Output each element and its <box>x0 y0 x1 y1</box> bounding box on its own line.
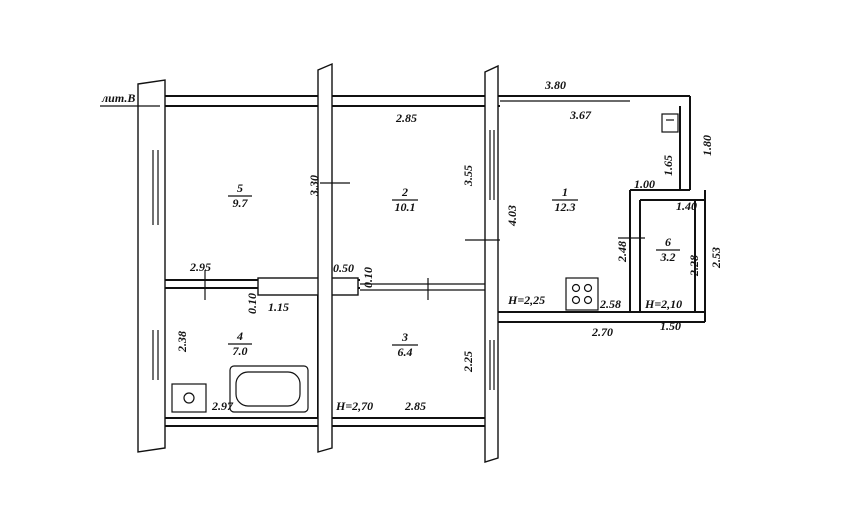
room-area: 10.1 <box>395 200 416 214</box>
dim-1-00: 1.00 <box>634 177 655 191</box>
dim-2-70: 2.70 <box>591 325 613 339</box>
sink <box>171 383 207 413</box>
dim-1-65: 1.65 <box>661 155 675 176</box>
room-number: 2 <box>401 185 408 199</box>
height-labels: H=2,25 H=2,10 H=2,70 <box>335 293 682 413</box>
dim-1-80: 1.80 <box>700 135 714 156</box>
dim-1-15: 1.15 <box>268 300 289 314</box>
dim-3-55: 3.55 <box>461 165 475 187</box>
dim-1-40: 1.40 <box>676 199 697 213</box>
dim-1-50: 1.50 <box>660 319 681 333</box>
room-1: 1 12.3 <box>552 185 578 214</box>
room-area: 7.0 <box>233 344 248 358</box>
dim-2-85-top: 2.85 <box>395 111 417 125</box>
dim-4-03: 4.03 <box>505 205 519 227</box>
dim-2-38: 2.38 <box>175 331 189 353</box>
height-2-10: H=2,10 <box>644 297 682 311</box>
height-2-70: H=2,70 <box>335 399 373 413</box>
room-2: 2 10.1 <box>392 185 418 214</box>
bathtub <box>229 365 309 413</box>
door-marks <box>204 182 645 300</box>
room-area: 6.4 <box>398 345 413 359</box>
room-number: 4 <box>236 329 243 343</box>
windows <box>152 130 495 390</box>
dim-3-67: 3.67 <box>569 108 592 122</box>
room-6: 6 3.2 <box>656 235 680 264</box>
dim-2-53: 2.53 <box>709 247 723 269</box>
stove <box>565 277 599 311</box>
dim-0-10-b: 0.10 <box>245 293 259 314</box>
room-number: 1 <box>562 185 568 199</box>
room-4: 4 7.0 <box>228 329 252 358</box>
dim-2-95: 2.95 <box>189 260 211 274</box>
room-number: 3 <box>401 330 408 344</box>
dim-2-58: 2.58 <box>599 297 621 311</box>
lit-label: лит.В <box>101 91 135 105</box>
dim-2-48: 2.48 <box>615 241 629 263</box>
room-area: 12.3 <box>555 200 576 214</box>
dimension-labels: 3.80 3.67 2.85 3.30 3.55 4.03 1.65 1.80 … <box>175 78 723 413</box>
room-5: 5 9.7 <box>228 181 252 210</box>
dim-2-97: 2.97 <box>211 399 234 413</box>
dim-2-25: 2.25 <box>461 351 475 373</box>
dim-0-50: 0.50 <box>333 261 354 275</box>
room-area: 9.7 <box>233 196 249 210</box>
room-number: 5 <box>237 181 243 195</box>
height-2-25: H=2,25 <box>507 293 545 307</box>
dim-3-80: 3.80 <box>544 78 566 92</box>
vent <box>661 113 679 133</box>
room-3: 3 6.4 <box>392 330 418 359</box>
dim-0-10-a: 0.10 <box>361 267 375 288</box>
room-area: 3.2 <box>660 250 676 264</box>
dim-2-28: 2.28 <box>687 255 701 277</box>
room-number: 6 <box>665 235 671 249</box>
dim-2-85-bottom: 2.85 <box>404 399 426 413</box>
dim-3-30: 3.30 <box>307 175 321 197</box>
